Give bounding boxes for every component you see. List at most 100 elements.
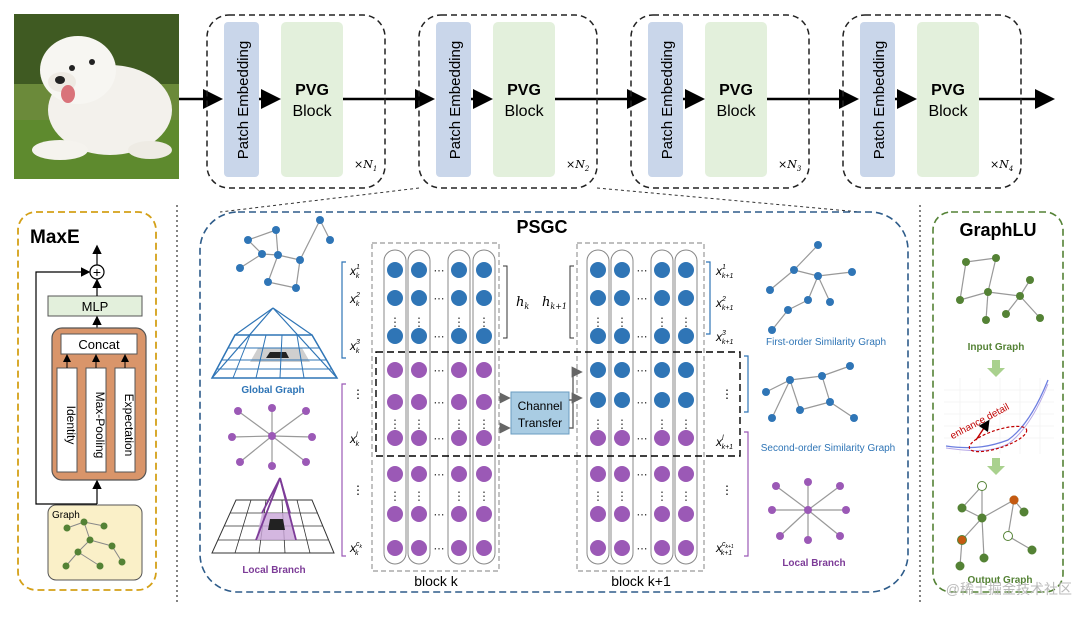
feature-node — [476, 540, 492, 556]
pvg-title-2: PVG — [507, 82, 541, 99]
feature-node — [678, 392, 694, 408]
pvg-sub-4: Block — [928, 103, 968, 120]
local-branch-grid — [211, 477, 335, 554]
patch-embedding-label-1: Patch Embedding — [235, 41, 252, 159]
horizontal-ellipsis: ⋯ — [637, 397, 648, 409]
horizontal-ellipsis: ⋯ — [434, 543, 445, 555]
vertical-ellipsis: ⋮ — [656, 315, 668, 329]
feature-node — [654, 262, 670, 278]
feature-node — [590, 540, 606, 556]
feature-node — [654, 362, 670, 378]
svg-text:x1k: x1k — [349, 264, 360, 280]
node-column — [383, 249, 407, 565]
feature-node — [411, 506, 427, 522]
stage-3: Patch Embedding PVG Block ×N3 — [630, 14, 810, 189]
feature-node — [678, 430, 694, 446]
feature-node — [614, 540, 630, 556]
svg-text:x3k: x3k — [349, 339, 360, 355]
concat-label: Concat — [78, 337, 120, 352]
vertical-ellipsis: ⋮ — [413, 315, 425, 329]
horizontal-ellipsis: ⋯ — [637, 365, 648, 377]
horizontal-ellipsis: ⋯ — [434, 331, 445, 343]
feature-node — [411, 262, 427, 278]
feature-node — [451, 506, 467, 522]
maxe-panel: MaxE + MLP Concat Identity Max-Pooling E… — [17, 211, 157, 591]
watermark: @稀土掘金技术社区 — [946, 581, 1072, 597]
vertical-ellipsis: ⋮ — [680, 417, 692, 431]
feature-node — [614, 430, 630, 446]
pvg-sub-3: Block — [716, 103, 756, 120]
feature-node — [678, 362, 694, 378]
graphlu-title: GraphLU — [959, 220, 1036, 240]
horizontal-ellipsis: ⋯ — [637, 469, 648, 481]
feature-node — [654, 392, 670, 408]
feature-node — [614, 466, 630, 482]
global-graph-label: Global Graph — [241, 385, 304, 396]
feature-node — [590, 466, 606, 482]
node-column — [650, 249, 674, 565]
vertical-ellipsis: ⋮ — [616, 417, 628, 431]
svg-text:⋮: ⋮ — [352, 387, 364, 401]
node-column — [610, 249, 634, 565]
feature-node — [451, 328, 467, 344]
stage-1: Patch Embedding PVG Block ×N1 — [206, 14, 386, 189]
node-column — [586, 249, 610, 565]
feature-node — [614, 506, 630, 522]
feature-node — [590, 362, 606, 378]
svg-text:⋮: ⋮ — [721, 387, 733, 401]
vertical-ellipsis: ⋮ — [478, 417, 490, 431]
dog-photo — [14, 14, 179, 179]
feature-node — [476, 430, 492, 446]
node-column — [472, 249, 496, 565]
patch-embedding-label-2: Patch Embedding — [447, 41, 464, 159]
zoom-lines — [219, 187, 861, 213]
feature-node — [678, 290, 694, 306]
block-k1-box — [576, 242, 705, 572]
vertical-ellipsis: ⋮ — [478, 489, 490, 503]
patch-embedding-label-4: Patch Embedding — [871, 41, 888, 159]
horizontal-ellipsis: ⋯ — [637, 293, 648, 305]
vertical-ellipsis: ⋮ — [616, 315, 628, 329]
vertical-ellipsis: ⋮ — [656, 489, 668, 503]
second-order-similarity-graph — [762, 362, 858, 422]
vertical-ellipsis: ⋮ — [680, 489, 692, 503]
block-k-box — [371, 242, 500, 572]
pvg-title-3: PVG — [719, 82, 753, 99]
local-star-graph — [228, 404, 316, 470]
maxe-graph-nodes — [62, 518, 126, 570]
svg-text:x2k+1: x2k+1 — [715, 296, 733, 312]
feature-node — [387, 262, 403, 278]
svg-text:x3k+1: x3k+1 — [715, 330, 733, 346]
horizontal-ellipsis: ⋯ — [434, 469, 445, 481]
enhance-plot: enhance detail — [944, 378, 1054, 454]
feature-node — [411, 430, 427, 446]
local-branch-label-left: Local Branch — [242, 565, 305, 576]
h-k1-label: h — [542, 295, 550, 310]
feature-node — [590, 506, 606, 522]
vertical-ellipsis: ⋮ — [389, 315, 401, 329]
feature-node — [411, 394, 427, 410]
multiplier-3: ×N — [778, 158, 797, 171]
feature-node — [654, 290, 670, 306]
horizontal-ellipsis: ⋯ — [434, 433, 445, 445]
feature-node — [451, 362, 467, 378]
feature-node — [678, 506, 694, 522]
input-graph-box — [47, 504, 143, 581]
input-graph — [956, 254, 1044, 324]
horizontal-ellipsis: ⋯ — [434, 397, 445, 409]
vertical-ellipsis: ⋮ — [680, 315, 692, 329]
vertical-ellipsis: ⋮ — [592, 315, 604, 329]
feature-node — [451, 540, 467, 556]
multiplier-sub-2: 2 — [584, 165, 590, 173]
feature-node — [654, 506, 670, 522]
feature-node — [654, 466, 670, 482]
channel-transfer-box — [510, 391, 570, 435]
feature-node — [476, 290, 492, 306]
first-order-similarity-graph — [766, 241, 856, 334]
feature-node — [387, 328, 403, 344]
node-column — [407, 249, 431, 565]
add-operator-symbol: + — [93, 264, 101, 280]
maxe-title: MaxE — [30, 227, 80, 248]
feature-node — [590, 392, 606, 408]
